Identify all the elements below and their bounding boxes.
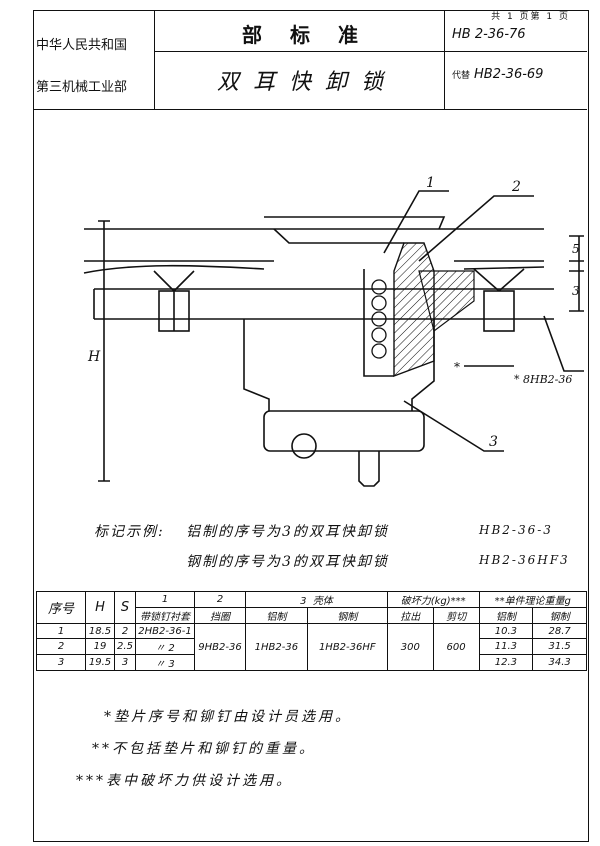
th-part3: 3 壳体	[245, 591, 388, 608]
th-w-steel: 钢制	[532, 607, 587, 624]
th-part1-num: 1	[135, 591, 195, 608]
star-mark: *	[454, 360, 460, 374]
note-2: **不包括垫片和铆钉的重量。	[92, 741, 316, 757]
replaces-code: HB2-36-69	[474, 66, 544, 82]
th-break: 破坏力(kg)***	[386, 591, 480, 608]
callout-3: 3	[489, 434, 498, 450]
note-3: ***表中破坏力供设计选用。	[76, 773, 293, 789]
shear-force: 600	[432, 623, 480, 671]
th-part2-num: 2	[194, 591, 246, 608]
replaces-code-row: 代替 HB2-36-69	[452, 59, 587, 89]
th-part3-steel: 钢制	[306, 607, 388, 624]
callout-2: 2	[511, 179, 521, 195]
pull-force: 300	[386, 623, 434, 671]
th-w-al: 铝制	[478, 607, 534, 624]
org-line-1: 中华人民共和国	[36, 37, 128, 53]
note-1: *垫片序号和铆钉由设计员选用。	[104, 709, 352, 725]
marking-line-2: 钢制的序号为3的双耳快卸锁	[186, 554, 389, 570]
page-count-note: 共 1 页第 1 页	[491, 12, 570, 22]
title-block: 中华人民共和国 第三机械工业部 部标准 双耳快卸锁 HB 2-36-76 代替 …	[34, 11, 587, 110]
th-part2-name: 挡圈	[194, 607, 246, 624]
ref-label: * 8HB2-36	[514, 373, 572, 386]
part3-al-code: 1HB2-36	[245, 623, 308, 671]
standard-type: 部标准	[242, 22, 386, 47]
dim-H: H	[87, 349, 101, 365]
part3-steel-code: 1HB2-36HF	[306, 623, 388, 671]
part2-code: 9HB2-36	[194, 623, 246, 671]
marking-line-1: 铝制的序号为3的双耳快卸锁	[186, 524, 389, 540]
assembly-drawing: 1 2 3 5 3 H * 8HB2-36 *	[83, 175, 584, 487]
th-shear: 剪切	[432, 607, 480, 624]
th-weight: **单件理论重量g	[478, 591, 587, 608]
part-name: 双耳快卸锁	[216, 70, 397, 95]
th-part3-al: 铝制	[245, 607, 308, 624]
replaces-label: 代替	[452, 70, 471, 81]
th-pull: 拉出	[386, 607, 434, 624]
th-H: H	[85, 591, 115, 624]
th-seq: 序号	[36, 591, 86, 624]
marking-code-2: HB2-36HF3	[479, 553, 570, 567]
standard-sheet: 共 1 页第 1 页 中华人民共和国 第三机械工业部 部标准 双耳快卸锁 HB …	[33, 10, 589, 842]
dim-5: 5	[572, 242, 580, 256]
marking-code-1: HB2-36-3	[479, 523, 553, 537]
th-part1-name: 带锁钉衬套	[135, 607, 195, 624]
dim-3: 3	[572, 284, 580, 298]
standard-code: HB 2-36-76	[452, 26, 526, 42]
marking-label: 标记示例:	[94, 524, 165, 540]
spec-table: 序号 H S 1 2 3 壳体 破坏力(kg)*** **单件理论重量g 带锁钉…	[36, 591, 587, 671]
callout-1: 1	[426, 175, 435, 191]
th-S: S	[114, 591, 136, 624]
org-line-2: 第三机械工业部	[36, 79, 128, 95]
